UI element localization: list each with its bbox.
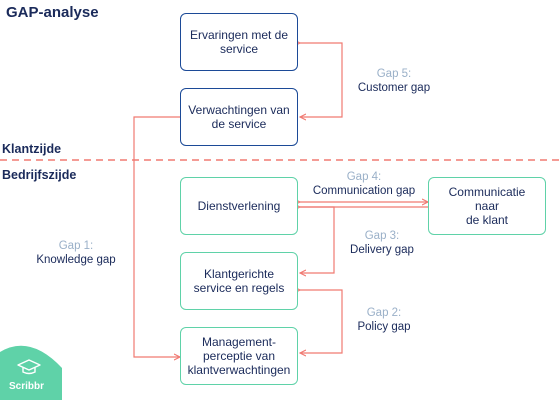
scribbr-logo-text: Scribbr [9,381,45,392]
gap1-number: Gap 1: [58,240,94,252]
gap5-name: Customer gap [357,82,431,94]
gap1-name: Knowledge gap [36,254,116,266]
graduation-cap-icon [17,359,41,375]
service-delivery-box: Dienstverlening [180,177,298,235]
gap2-label: Gap 2: Policy gap [330,306,438,334]
gap4-label: Gap 4: Communication gap [300,170,428,198]
customer-side-label: Klantzijde [2,142,62,156]
customer-oriented-rules-box: Klantgerichte service en regels [180,252,298,310]
gap1-connector [133,117,180,357]
gap2-connector [300,290,343,353]
expectations-box: Verwachtingen van de service [180,88,298,146]
diagram-title: GAP-analyse [6,4,99,21]
gap3-name: Delivery gap [350,244,414,256]
gap2-number: Gap 2: [366,307,402,319]
gap2-name: Policy gap [357,321,411,333]
company-side-label: Bedrijfszijde [2,168,77,182]
management-perception-box: Management- perceptie van klantverwachti… [180,327,298,385]
gap1-label: Gap 1: Knowledge gap [20,239,132,267]
gap3-label: Gap 3: Delivery gap [328,229,436,257]
gap5-connector [300,43,343,117]
experiences-box: Ervaringen met de service [180,13,298,71]
gap5-label: Gap 5: Customer gap [338,67,450,95]
gap4-number: Gap 4: [346,171,382,183]
scribbr-logo [0,345,62,400]
gap4-name: Communication gap [312,185,416,197]
customer-communication-box: Communicatie naar de klant [428,177,546,235]
gap5-number: Gap 5: [376,68,412,80]
gap3-connector [300,207,335,273]
gap3-number: Gap 3: [364,230,400,242]
